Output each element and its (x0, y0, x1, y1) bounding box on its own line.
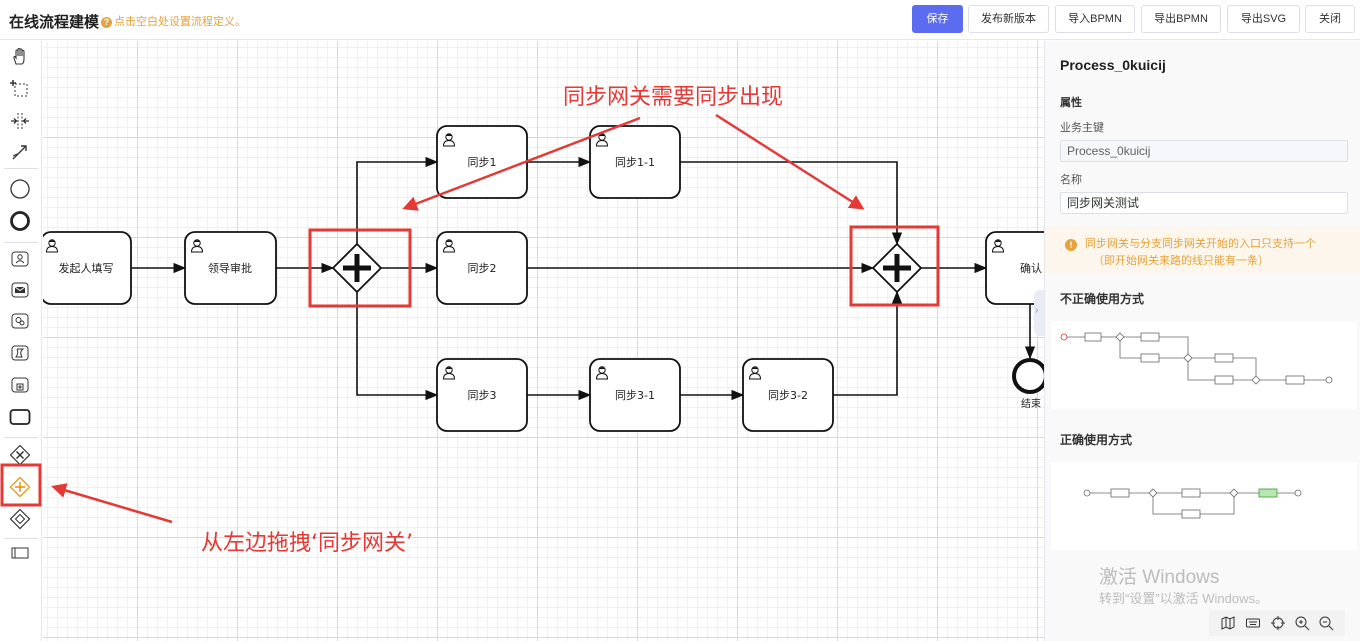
service-task-icon[interactable] (8, 309, 32, 333)
subprocess-icon[interactable] (8, 373, 32, 397)
bpmn-diagram: 发起人填写 领导审批 同步1 同步1-1 同步2 同步3 (43, 85, 1044, 556)
save-button[interactable]: 保存 (912, 5, 963, 33)
task-start-fill: 发起人填写 (43, 231, 132, 305)
hint-text: ?点击空白处设置流程定义。 (101, 13, 246, 29)
zoom-in-icon[interactable] (1293, 614, 1311, 632)
correct-usage-title: 正确使用方式 (1060, 433, 1133, 447)
task-sync3: 同步3 (436, 358, 528, 432)
task-sync3-1: 同步3-1 (589, 358, 681, 432)
hint-label: 点击空白处设置流程定义。 (114, 16, 246, 28)
export-bpmn-button[interactable]: 导出BPMN (1141, 5, 1221, 33)
app-title: 在线流程建模 (9, 14, 100, 31)
correct-usage-diagram (1051, 462, 1357, 550)
task-sync3-2: 同步3-2 (742, 358, 834, 432)
incorrect-usage-diagram (1051, 321, 1357, 409)
task-label: 领导审批 (208, 261, 252, 275)
parallel-gateway-fork (331, 242, 383, 294)
zoom-out-icon[interactable] (1317, 614, 1335, 632)
question-icon: ? (101, 17, 112, 28)
task-leader-approve: 领导审批 (184, 231, 277, 305)
task-sync2: 同步2 (436, 231, 528, 305)
diagram-canvas[interactable]: 发起人填写 领导审批 同步1 同步1-1 同步2 同步3 (43, 41, 1044, 641)
business-key-label: 业务主键 (1060, 122, 1104, 134)
import-bpmn-button[interactable]: 导入BPMN (1055, 5, 1135, 33)
minimap-icon[interactable] (1219, 614, 1237, 632)
end-event: 结束 (1012, 358, 1044, 410)
process-id-title: Process_0kuicij (1060, 57, 1166, 73)
task-sync1-1: 同步1-1 (589, 125, 681, 199)
warning-line1: 同步网关与分支同步网关开始的入口只支持一个 (1085, 238, 1316, 250)
warning-alert: ! 同步网关与分支同步网关开始的入口只支持一个 （即开始网关来路的线只能有一条） (1045, 227, 1360, 273)
end-event-icon[interactable] (8, 209, 32, 233)
tool-palette (0, 41, 42, 641)
annotation-bottom: 从左边拖拽‘同步网关’ (201, 531, 413, 556)
pool-icon[interactable] (8, 541, 32, 565)
annotation-arrow-left (402, 116, 641, 211)
task-confirm: 确认 (985, 231, 1044, 305)
fit-viewport-icon[interactable] (1269, 614, 1287, 632)
flow-gw1-sync1 (356, 156, 439, 244)
incorrect-usage-title: 不正确使用方式 (1060, 292, 1145, 306)
panel-collapse-tab[interactable]: › (1034, 290, 1044, 336)
properties-panel: Process_0kuicij 属性 业务主键 Process_0kuicij … (1044, 41, 1360, 641)
annotation-arrow-right (715, 113, 865, 210)
connect-tool-icon[interactable] (8, 140, 32, 164)
task-label: 同步3 (468, 389, 497, 402)
task-label: 同步3-2 (768, 389, 808, 402)
windows-watermark-subtitle: 转到“设置”以激活 Windows。 (1099, 591, 1269, 606)
export-svg-button[interactable]: 导出SVG (1227, 5, 1300, 33)
business-key-input[interactable]: Process_0kuicij (1060, 140, 1348, 162)
parallel-gateway-icon[interactable] (8, 475, 32, 499)
space-tool-icon[interactable] (8, 109, 32, 133)
close-button[interactable]: 关闭 (1305, 5, 1355, 33)
properties-section-title: 属性 (1060, 97, 1082, 109)
task-label: 同步1-1 (615, 156, 655, 169)
parallel-gateway-join (871, 242, 923, 294)
task-sync1: 同步1 (436, 125, 528, 199)
keyboard-icon[interactable] (1244, 614, 1262, 632)
annotation-top: 同步网关需要同步出现 (563, 85, 783, 110)
user-task-icon[interactable] (8, 247, 32, 271)
flow-gw1-sync3 (356, 292, 439, 401)
hand-tool-icon[interactable] (8, 45, 32, 69)
message-task-icon[interactable] (8, 278, 32, 302)
highlight-box-join (849, 225, 940, 307)
mini-diagram-correct (1083, 488, 1302, 519)
task-label: 同步1 (468, 156, 497, 169)
task-label: 发起人填写 (59, 261, 114, 275)
end-label: 结束 (1021, 397, 1041, 410)
event-gateway-icon[interactable] (8, 507, 32, 531)
publish-button[interactable]: 发布新版本 (968, 5, 1049, 33)
name-input[interactable]: 同步网关测试 (1060, 192, 1348, 214)
flow-sync11-gw2 (680, 161, 903, 246)
top-toolbar: 在线流程建模 ?点击空白处设置流程定义。 保存 发布新版本 导入BPMN 导出B… (0, 0, 1360, 40)
task-icon[interactable] (8, 405, 32, 429)
exclusive-gateway-icon[interactable] (8, 443, 32, 467)
warning-icon: ! (1065, 239, 1077, 251)
canvas-controls (1209, 610, 1345, 636)
highlight-box-fork (308, 228, 412, 308)
mini-diagram-incorrect (1060, 332, 1333, 385)
start-event-icon[interactable] (8, 177, 32, 201)
task-label: 同步3-1 (615, 389, 655, 402)
chevron-right-icon: › (1035, 305, 1039, 316)
name-label: 名称 (1060, 174, 1082, 186)
windows-watermark-title: 激活 Windows (1099, 567, 1220, 588)
script-task-icon[interactable] (8, 341, 32, 365)
flow-sync32-gw2 (833, 290, 903, 396)
task-label: 确认 (1020, 262, 1042, 275)
lasso-tool-icon[interactable] (8, 77, 32, 101)
task-label: 同步2 (468, 262, 497, 275)
warning-line2: （即开始网关来路的线只能有一条） (1093, 255, 1269, 267)
